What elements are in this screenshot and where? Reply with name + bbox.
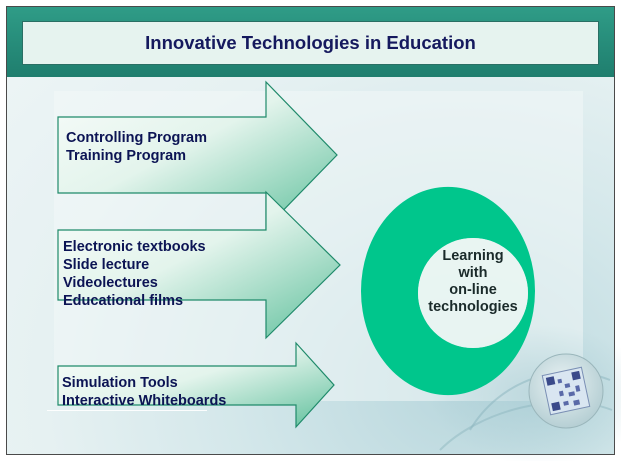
arrow-2-line-3: Videolectures (63, 275, 158, 291)
learning-ring (360, 186, 536, 396)
arrow-2-line-2: Slide lecture (63, 257, 150, 273)
arrow-2 (57, 190, 341, 340)
arrow-3-line-2: Interactive Whiteboards (62, 393, 227, 409)
qr-sticker-icon (528, 353, 604, 429)
arrow-1-line-1: Controlling Program (66, 130, 207, 146)
ring-label-line-2: with (458, 265, 488, 281)
slide-title: Innovative Technologies in Education (22, 21, 599, 65)
ring-label-line-4: technologies (428, 299, 518, 315)
arrow-1 (57, 80, 338, 230)
ring-label-line-1: Learning (442, 248, 504, 264)
arrow-1-line-2: Training Program (66, 148, 187, 164)
arrow-2-line-1: Electronic textbooks (63, 239, 206, 255)
arrow-2-text: Electronic textbooks Slide lecture Video… (63, 238, 206, 310)
arrow-3-text: Simulation Tools Interactive Whiteboards (62, 374, 226, 410)
arrow-3-line-1: Simulation Tools (62, 375, 178, 391)
divider-line (47, 410, 207, 411)
ring-label: Learning with on-line technologies (417, 248, 529, 316)
arrow-2-line-4: Educational films (63, 293, 184, 309)
arrow-3 (57, 341, 335, 429)
title-bar: Innovative Technologies in Education (7, 7, 614, 77)
arrow-1-text: Controlling Program Training Program (66, 129, 207, 165)
ring-label-line-3: on-line (449, 282, 497, 298)
